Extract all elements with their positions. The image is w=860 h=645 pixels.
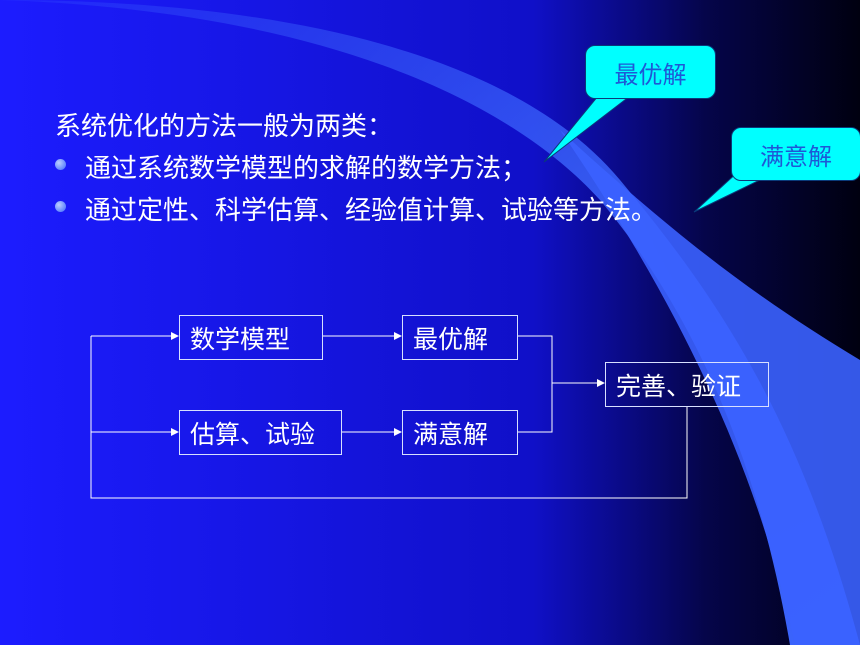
intro-text: 系统优化的方法一般为两类： xyxy=(55,112,394,142)
flow-box-improve-verify: 完善、验证 xyxy=(605,362,769,407)
bullet-dot-icon xyxy=(55,201,66,212)
flow-box-satisfactory-solution: 满意解 xyxy=(402,410,518,455)
bullet-text: 通过系统数学模型的求解的数学方法； xyxy=(85,154,528,184)
callout-optimal: 最优解 xyxy=(585,45,716,99)
callout-satisfactory: 满意解 xyxy=(731,127,860,181)
decorative-swoosh-lower xyxy=(560,130,860,645)
flow-box-math-model: 数学模型 xyxy=(179,315,323,360)
bullet-text: 通过定性、科学估算、经验值计算、试验等方法。 xyxy=(85,196,658,226)
bullet-dot-icon xyxy=(55,159,66,170)
flow-box-estimate-test: 估算、试验 xyxy=(179,410,342,455)
flow-box-optimal-solution: 最优解 xyxy=(402,315,518,360)
